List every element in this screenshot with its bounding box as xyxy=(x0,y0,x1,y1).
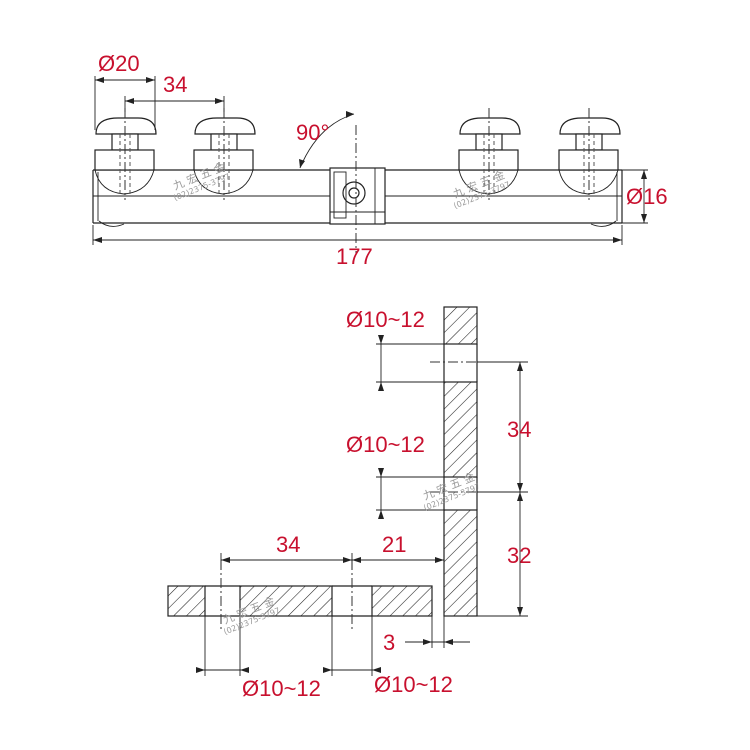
dim-hole-bottom-left-label: Ø10~12 xyxy=(242,676,321,701)
dim-hole-middle: Ø10~12 xyxy=(346,432,444,519)
dim-rod-diameter: Ø20 xyxy=(94,51,156,130)
dim-vertical-bottom: 32 xyxy=(477,492,531,617)
dim-horizontal-spacing-label: 34 xyxy=(276,532,300,557)
dim-knob-spacing: 34 xyxy=(124,72,225,112)
dim-gap: 3 xyxy=(383,616,470,655)
top-view: Ø20 34 90° Ø16 xyxy=(92,51,668,269)
dim-horizontal-spacing: 34 xyxy=(220,532,353,570)
vertical-glass-panel xyxy=(430,306,490,617)
dim-hole-bottom-right-label: Ø10~12 xyxy=(374,672,453,697)
dim-vertical-spacing: 34 xyxy=(477,361,531,493)
dim-overall-length-label: 177 xyxy=(336,244,373,269)
watermark-top-right: 九 宏 五 金 (02)2375-3797 xyxy=(451,167,512,210)
standoff-knob-4 xyxy=(558,108,621,200)
dim-horizontal-edge-label: 21 xyxy=(382,532,406,557)
standoff-knob-2 xyxy=(193,108,256,200)
dim-overall-length: 177 xyxy=(92,225,623,269)
dim-vertical-bottom-label: 32 xyxy=(507,543,531,568)
standoff-knob-3 xyxy=(458,108,521,200)
section-view: Ø10~12 Ø10~12 34 32 xyxy=(167,306,531,701)
dim-hole-upper: Ø10~12 xyxy=(346,307,444,391)
dim-knob-spacing-label: 34 xyxy=(163,72,187,97)
dim-angle-label: 90° xyxy=(296,120,329,145)
standoff-knob-1 xyxy=(94,108,157,200)
dim-vertical-spacing-label: 34 xyxy=(507,417,531,442)
dim-tube-diameter-label: Ø16 xyxy=(626,184,668,209)
dim-hole-bottom-right: Ø10~12 xyxy=(323,616,453,697)
dim-gap-label: 3 xyxy=(383,630,395,655)
dim-hole-upper-label: Ø10~12 xyxy=(346,307,425,332)
horizontal-glass-panel xyxy=(167,560,433,632)
dim-tube-diameter: Ø16 xyxy=(622,169,668,224)
dim-rod-diameter-label: Ø20 xyxy=(98,51,140,76)
dim-angle: 90° xyxy=(296,111,355,169)
dim-horizontal-edge: 21 xyxy=(352,532,444,563)
dim-hole-middle-label: Ø10~12 xyxy=(346,432,425,457)
hinge-block xyxy=(329,125,386,255)
dim-hole-bottom-left: Ø10~12 xyxy=(196,616,321,701)
